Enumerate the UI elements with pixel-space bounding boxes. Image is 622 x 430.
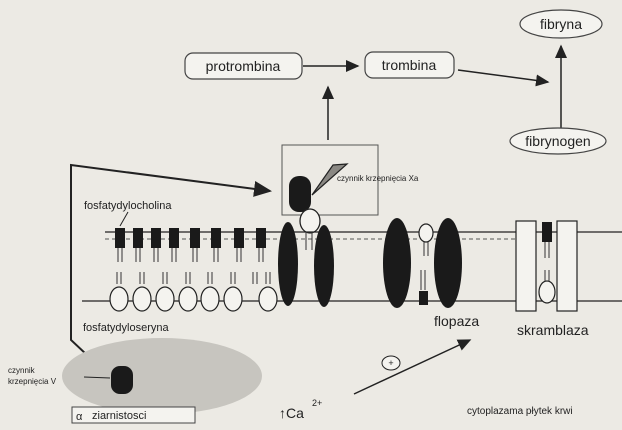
pc-head <box>169 228 179 248</box>
plus-sign: + <box>388 358 393 368</box>
pc-pointer <box>120 212 128 226</box>
calcium: ↑Ca 2+ + <box>279 340 470 421</box>
arrow-trombina-fibryna <box>458 70 548 82</box>
flopaza-label: flopaza <box>434 313 479 329</box>
protrombina-label: protrombina <box>206 58 281 74</box>
skramblaza-label: skramblaza <box>517 322 589 338</box>
factor-va-shape <box>289 176 311 212</box>
pc-head <box>211 228 221 248</box>
factor-v-shape <box>111 366 133 394</box>
flopaza-lipid-head <box>419 224 433 242</box>
cytoplasm-label: cytoplazama płytek krwi <box>467 406 573 417</box>
skramblaza-tails <box>545 242 549 284</box>
factor-v-label-2: krzepnięcia V <box>8 377 57 386</box>
ps-head <box>156 287 174 311</box>
factor-xa-label: czynnik krzepnięcia Xa <box>337 174 419 183</box>
ps-head <box>224 287 242 311</box>
central-proteins <box>278 222 334 307</box>
flopaza-lower-head <box>419 291 428 305</box>
flopaza-protein-left <box>383 218 411 308</box>
phosphatidylcholine-row: fosfatydylocholina <box>84 200 266 262</box>
flopaza-group: flopaza <box>383 218 479 329</box>
phosphatidylserine-row: fosfatydyloseryna <box>83 272 277 334</box>
granule-ellipse <box>62 338 262 414</box>
pc-head <box>190 228 200 248</box>
granules-label: ziarnistosci <box>92 410 146 422</box>
calcium-superscript: 2+ <box>312 398 322 408</box>
ps-tails <box>117 272 270 284</box>
pc-tails <box>118 248 263 262</box>
phosphatidylserine-label: fosfatydyloseryna <box>83 322 169 334</box>
ps-head <box>201 287 219 311</box>
pc-head <box>133 228 143 248</box>
fibryna-label: fibryna <box>540 16 582 32</box>
pc-head <box>234 228 244 248</box>
cascade: protrombina trombina fibryna fibrynogen <box>185 10 606 154</box>
fibrynogen-label: fibrynogen <box>525 133 590 149</box>
skramblaza-lipid-head <box>542 222 552 242</box>
alpha-symbol: α <box>76 411 83 423</box>
ps-head <box>259 287 277 311</box>
phosphatidylcholine-label: fosfatydylocholina <box>84 200 172 212</box>
central-protein-right <box>314 225 334 307</box>
calcium-arrow <box>354 340 470 394</box>
flopaza-lower-tails <box>421 270 425 290</box>
flopaza-protein-right <box>434 218 462 308</box>
pc-head <box>115 228 125 248</box>
ps-head <box>133 287 151 311</box>
calcium-label: ↑Ca <box>279 405 304 421</box>
pc-head <box>256 228 266 248</box>
central-protein-left <box>278 222 298 306</box>
granule: czynnik krzepnięcia V α ziarnistosci <box>8 338 262 423</box>
trombina-label: trombina <box>382 57 437 73</box>
skramblaza-right <box>557 221 577 311</box>
xa-anchor-tails <box>306 232 312 250</box>
flopaza-lipid-tails <box>424 242 428 256</box>
xa-anchor-head <box>300 209 320 233</box>
skramblaza-lipid-open <box>539 281 555 303</box>
ps-head <box>110 287 128 311</box>
skramblaza-left <box>516 221 536 311</box>
skramblaza-group: skramblaza <box>516 221 589 338</box>
factor-v-label-1: czynnik <box>8 366 36 375</box>
ps-head <box>179 287 197 311</box>
pc-head <box>151 228 161 248</box>
